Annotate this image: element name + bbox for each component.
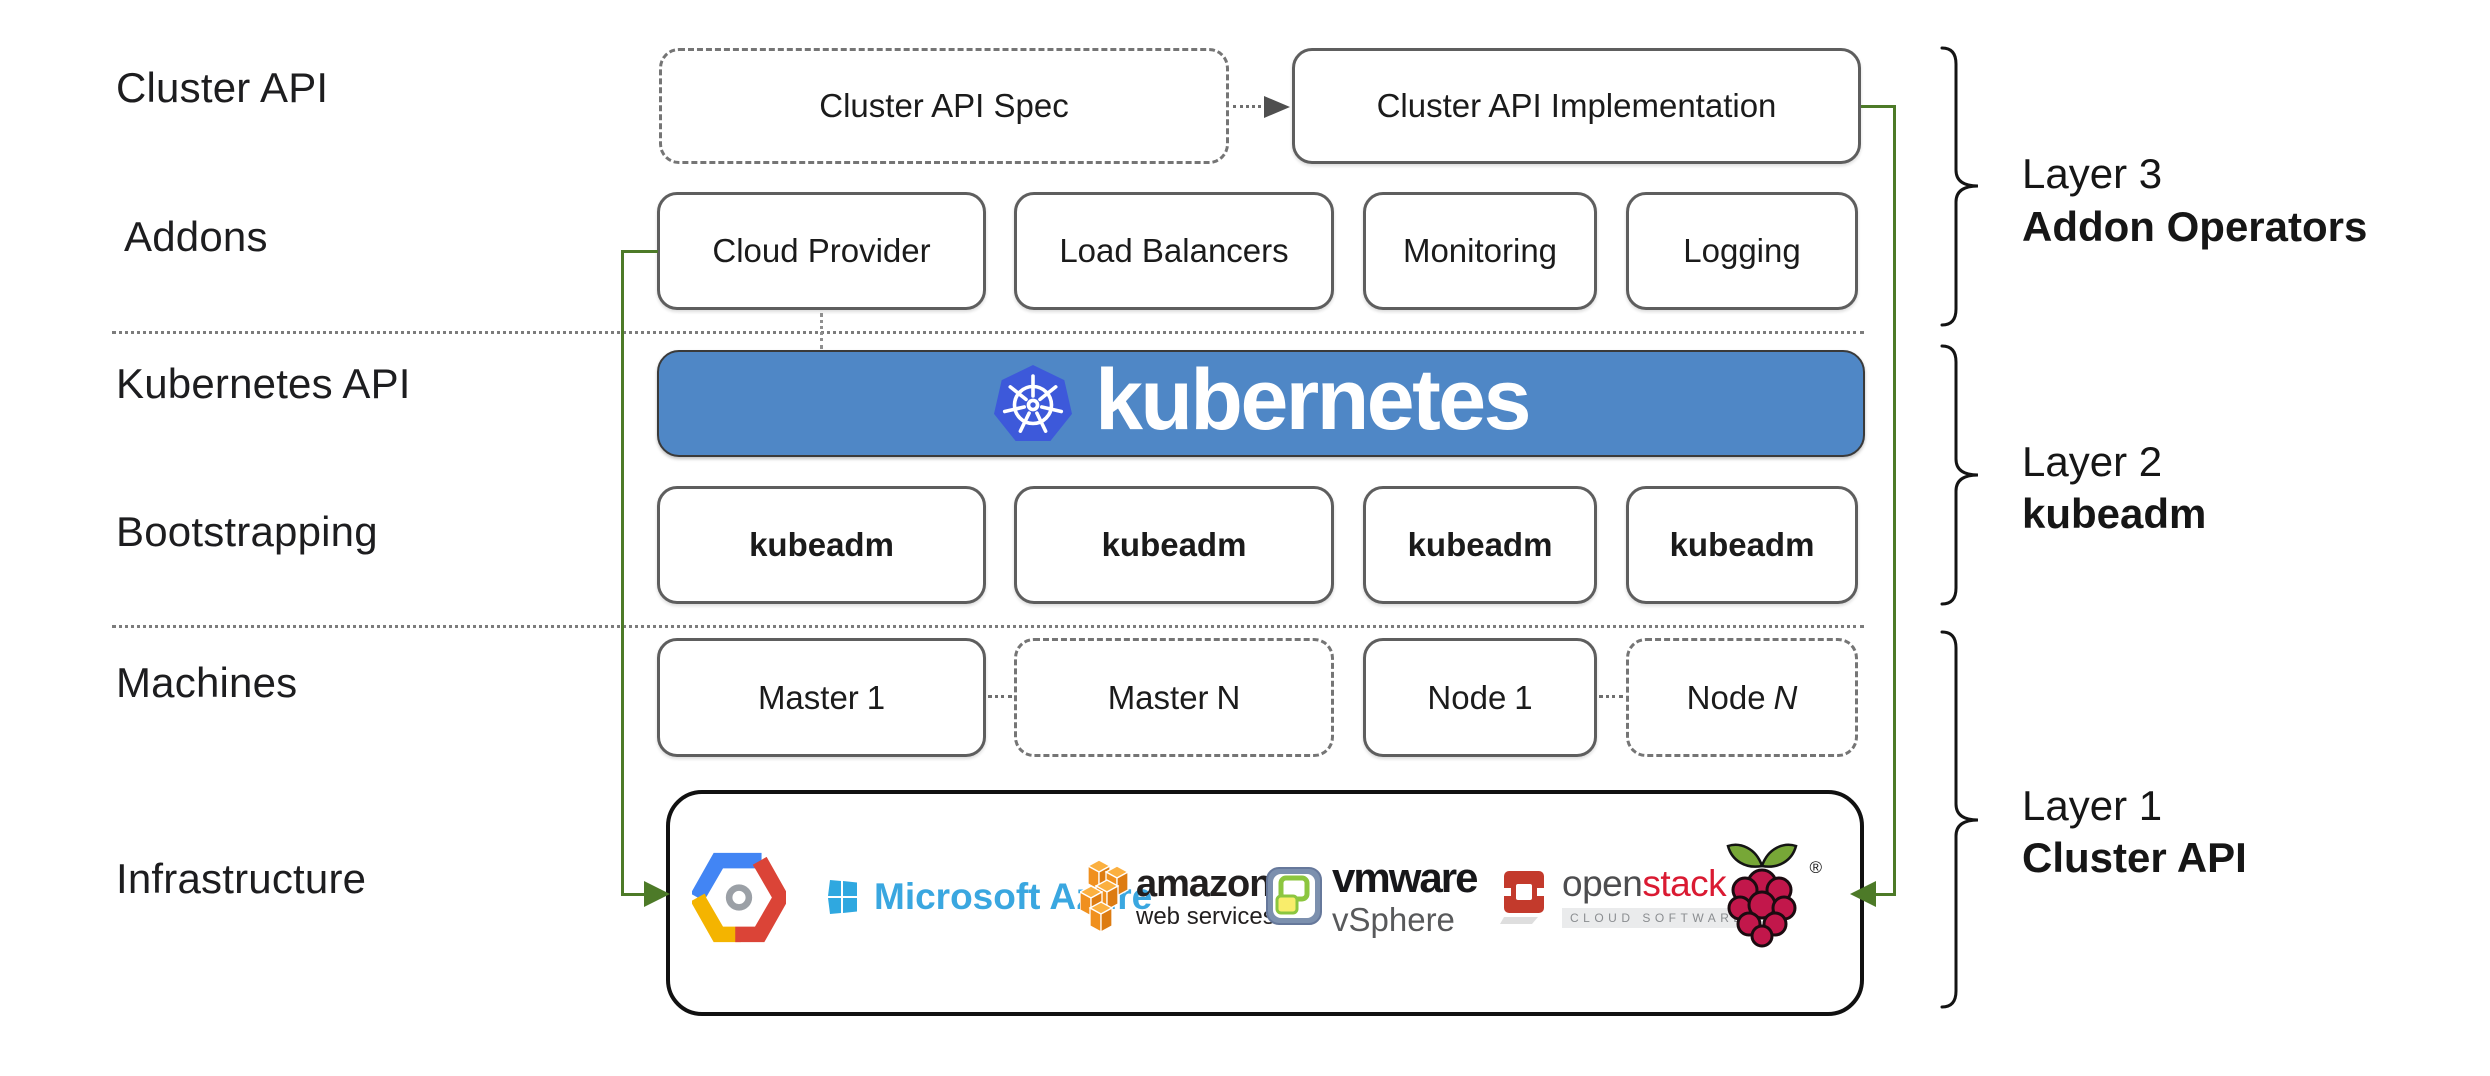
openstack-ring-icon [1500,871,1544,924]
addon-box-logging: Logging [1626,192,1858,310]
cluster-api-implementation-box: Cluster API Implementation [1292,48,1861,164]
row-label-cluster-api: Cluster API [116,64,329,111]
layer-1-label: Layer 1 [2022,782,2163,829]
machine-label-suffix: 1 [866,678,886,716]
kubeadm-box-3: kubeadm [1363,486,1597,604]
arrow-right-icon [644,881,670,907]
machine-label: Master [757,678,859,716]
separator-addons-kubernetes [112,331,1864,334]
spec-to-implementation-dotted-line [1233,105,1267,108]
openstack-tagline: CLOUD SOFTWARE [1562,907,1754,928]
kubernetes-wheel-icon [994,364,1073,441]
web-services-wordmark: web services [1136,903,1275,930]
green-connector-left-vertical [621,250,624,895]
aws-cubes-icon [1080,860,1130,934]
kubeadm-box-4: kubeadm [1626,486,1858,604]
layer-2-sublabel: kubeadm [2022,490,2207,537]
machine-box-master-1: Master 1 [657,638,986,757]
machine-label-suffix: N [1773,678,1798,716]
green-connector-left-horizontal [621,250,658,253]
amazon-wordmark: amazon [1136,863,1272,905]
machine-box-node-1: Node 1 [1363,638,1597,757]
openstack-wordmark-open: open [1562,862,1643,904]
green-connector-right-vertical [1893,105,1896,896]
layer-2-label: Layer 2 [2022,438,2163,485]
master1-to-masterN-dots [988,695,1012,698]
cluster-api-spec-box: Cluster API Spec [659,48,1229,164]
cloud-provider-to-kubernetes-dotted-line [820,313,823,349]
kubernetes-wordmark: kubernetes [1095,352,1531,448]
raspberry-pi-logo: ® [1718,836,1822,956]
machine-label-suffix: N [1216,678,1241,716]
microsoft-window-icon [828,880,857,914]
addon-box-load-balancers: Load Balancers [1014,192,1334,310]
layer-1-sublabel: Cluster API [2022,834,2247,881]
openstack-wordmark-stack: stack [1642,862,1727,904]
addon-box-cloud-provider: Cloud Provider [657,192,986,310]
raspberry-pi-icon [1726,843,1798,948]
machine-label-suffix: 1 [1514,678,1533,716]
vsphere-wordmark: vSphere [1332,900,1455,938]
infrastructure-box [666,790,1864,1016]
row-label-machines: Machines [116,659,298,706]
arrow-right-icon [1264,96,1290,118]
row-label-infrastructure: Infrastructure [116,855,367,902]
kubeadm-box-1: kubeadm [657,486,986,604]
machine-label: Master [1107,678,1209,716]
layer-3-label: Layer 3 [2022,150,2163,197]
machine-box-master-n: Master N [1014,638,1334,757]
vmware-wordmark: vmware [1332,853,1478,901]
vmware-vsphere-logo: vmware vSphere [1266,853,1478,938]
green-connector-right-stub [1874,893,1896,896]
green-connector-right-horizontal [1861,105,1896,108]
layer-3-brace [1940,46,1979,327]
google-cloud-hexagon-icon [692,852,786,943]
addon-box-monitoring: Monitoring [1363,192,1597,310]
layer-1-brace [1940,630,1979,1009]
node1-to-nodeN-dots [1599,695,1623,698]
machine-label: Node [1686,678,1766,716]
row-label-kubernetes-api: Kubernetes API [116,360,411,407]
row-label-addons: Addons [124,213,268,260]
vmware-vsphere-icon [1266,867,1322,925]
layer-3-sublabel: Addon Operators [2022,203,2368,250]
layer-2-brace [1940,344,1979,606]
row-label-bootstrapping: Bootstrapping [116,508,378,555]
machine-label: Node [1427,678,1507,716]
arrow-left-icon [1850,881,1876,907]
openstack-logo: open stack CLOUD SOFTWARE [1500,856,1754,936]
aws-logo: amazon web services [1080,858,1275,936]
separator-bootstrapping-machines [112,625,1864,628]
green-connector-left-stub [621,893,647,896]
kubeadm-box-2: kubeadm [1014,486,1334,604]
machine-box-node-n: Node N [1626,638,1858,757]
kubernetes-banner: kubernetes [657,350,1865,457]
registered-trademark-mark: ® [1809,858,1822,877]
